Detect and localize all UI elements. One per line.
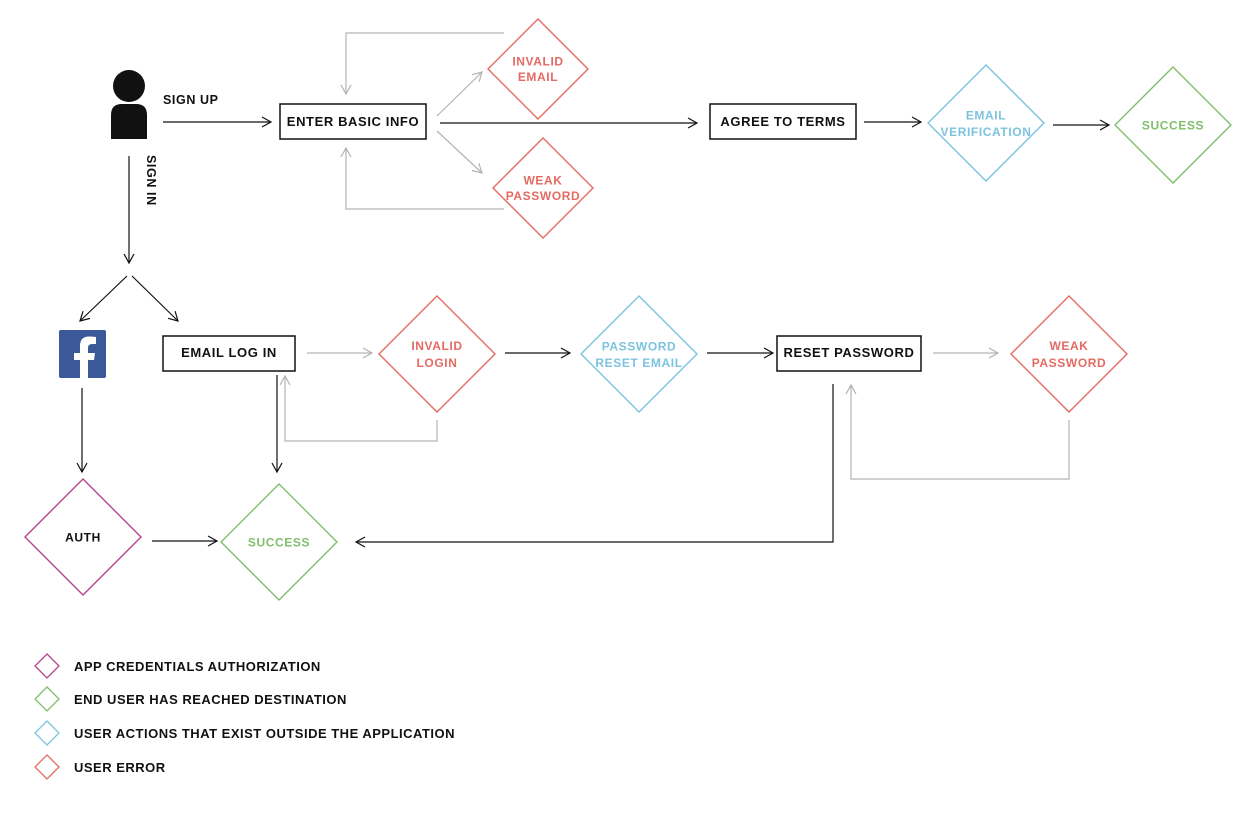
diamond-password-reset-email[interactable]: PASSWORD RESET EMAIL: [580, 295, 698, 413]
diamond-invalid-email[interactable]: INVALID EMAIL: [487, 18, 589, 120]
facebook-icon[interactable]: [59, 330, 106, 378]
diamond-shape: [24, 478, 142, 596]
box-enter-basic-info[interactable]: ENTER BASIC INFO: [279, 103, 427, 140]
diamond-shape: [1114, 66, 1232, 184]
diamond-layer: INVALID EMAIL WEAK PASSWORD EMAIL VERIFICATIO…: [24, 18, 1232, 601]
box-agree-to-terms[interactable]: AGREE TO TERMS: [709, 103, 857, 140]
legend-swatch: [34, 754, 60, 780]
diamond-label: WEAK: [1049, 339, 1088, 353]
connectors: [76, 32, 1111, 548]
diamond-label: PASSWORD: [1032, 356, 1107, 370]
legend-item-auth: APP CREDENTIALS AUTHORIZATION: [34, 653, 321, 679]
box-reset-password-label: RESET PASSWORD: [784, 345, 915, 360]
legend-item-error: USER ERROR: [34, 754, 166, 780]
legend-label: END USER HAS REACHED DESTINATION: [74, 692, 347, 707]
legend-swatch: [34, 720, 60, 746]
diamond-label: AUTH: [65, 531, 101, 545]
diamond-label: PASSWORD: [506, 189, 581, 203]
diamond-label: SUCCESS: [1142, 119, 1204, 133]
diamond-shape: [580, 295, 698, 413]
legend-item-external: USER ACTIONS THAT EXIST OUTSIDE THE APPL…: [34, 720, 455, 746]
sign-up-label: SIGN UP: [163, 93, 219, 107]
diamond-success-top[interactable]: SUCCESS: [1114, 66, 1232, 184]
arrow-reset-to-success: [354, 384, 834, 548]
diamond-auth[interactable]: AUTH: [24, 478, 142, 596]
loop-invalid-login: [279, 374, 438, 442]
legend-label: USER ACTIONS THAT EXIST OUTSIDE THE APPL…: [74, 726, 455, 741]
diamond-label: SUCCESS: [248, 536, 310, 550]
box-agree-to-terms-label: AGREE TO TERMS: [720, 114, 845, 129]
legend-label: USER ERROR: [74, 760, 166, 775]
user-icon: [111, 70, 147, 139]
loop-weak-password-top: [340, 146, 504, 210]
diamond-invalid-login[interactable]: INVALID LOGIN: [378, 295, 496, 413]
diamond-label: RESET EMAIL: [595, 356, 682, 370]
box-enter-basic-info-label: ENTER BASIC INFO: [287, 114, 419, 129]
arrow-split-to-facebook: [79, 275, 128, 322]
diamond-label: WEAK: [523, 173, 562, 187]
diamond-label: INVALID: [411, 339, 462, 353]
diamond-label: VERIFICATION: [941, 125, 1032, 139]
legend-swatch: [34, 653, 60, 679]
arrow-basic-to-weak-password: [436, 130, 483, 174]
diamond-shape: [378, 295, 496, 413]
diamond-shape: [927, 64, 1045, 182]
box-email-log-in[interactable]: EMAIL LOG IN: [162, 335, 296, 372]
loop-weak-password-right: [845, 383, 1070, 480]
legend-item-success: END USER HAS REACHED DESTINATION: [34, 686, 347, 712]
diamond-email-verification[interactable]: EMAIL VERIFICATION: [927, 64, 1045, 182]
diamond-label: PASSWORD: [602, 339, 677, 353]
diamond-weak-password-right[interactable]: WEAK PASSWORD: [1010, 295, 1128, 413]
diamond-label: LOGIN: [417, 356, 458, 370]
diamond-shape: [220, 483, 338, 601]
legend: APP CREDENTIALS AUTHORIZATION END USER HA…: [34, 653, 455, 780]
arrow-split-to-email-login: [131, 275, 179, 322]
diamond-shape: [492, 137, 594, 239]
box-reset-password[interactable]: RESET PASSWORD: [776, 335, 922, 372]
box-email-log-in-label: EMAIL LOG IN: [181, 345, 277, 360]
sign-in-label: SIGN IN: [144, 155, 158, 206]
diamond-success-bottom[interactable]: SUCCESS: [220, 483, 338, 601]
diamond-shape: [1010, 295, 1128, 413]
arrow-basic-to-invalid-email: [436, 71, 483, 117]
loop-invalid-email: [340, 32, 504, 96]
diamond-label: INVALID: [512, 54, 563, 68]
diamond-shape: [487, 18, 589, 120]
diamond-label: EMAIL: [966, 108, 1006, 122]
diamond-label: EMAIL: [518, 70, 558, 84]
legend-label: APP CREDENTIALS AUTHORIZATION: [74, 659, 321, 674]
legend-swatch: [34, 686, 60, 712]
diamond-weak-password-top[interactable]: WEAK PASSWORD: [492, 137, 594, 239]
